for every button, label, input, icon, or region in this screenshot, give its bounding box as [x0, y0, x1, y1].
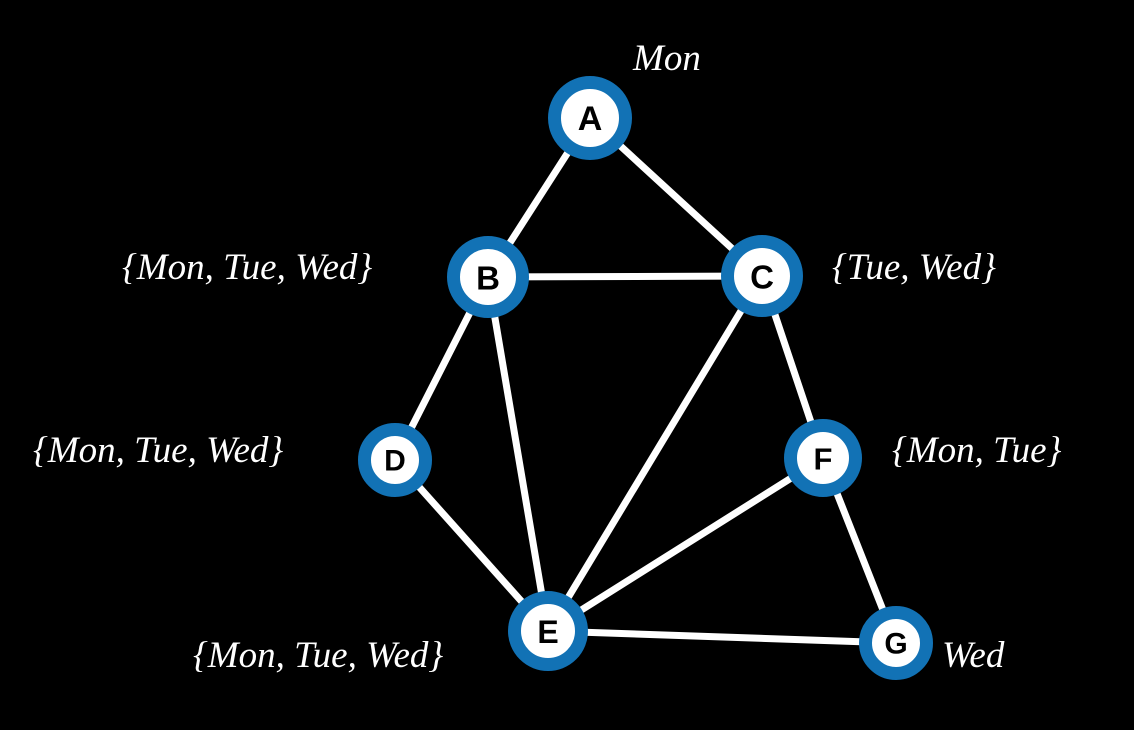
graph-node-d[interactable]: D	[358, 423, 432, 497]
graph-node-a[interactable]: A	[548, 76, 632, 160]
domain-label-g: Wed	[942, 635, 1005, 676]
node-letter-b: B	[476, 260, 500, 297]
graph-node-e[interactable]: E	[508, 591, 588, 671]
domain-label-f: {Mon, Tue}	[892, 430, 1062, 471]
node-circle-b	[447, 236, 529, 318]
graph-edge-e-g	[544, 627, 900, 647]
node-letter-g: G	[884, 628, 907, 661]
node-circle-a	[548, 76, 632, 160]
node-circle-e	[508, 591, 588, 671]
graph-edge-e-f	[544, 454, 827, 635]
edges-group	[391, 114, 900, 647]
node-letter-a: A	[578, 100, 603, 138]
node-letter-d: D	[384, 445, 406, 478]
node-circle-g	[859, 606, 933, 680]
graph-node-b[interactable]: B	[447, 236, 529, 318]
graph-node-c[interactable]: C	[721, 235, 803, 317]
domain-label-d: {Mon, Tue, Wed}	[33, 430, 284, 471]
graph-node-f[interactable]: F	[784, 419, 862, 497]
node-letter-e: E	[537, 614, 558, 650]
nodes-group: A B C D E F G	[358, 76, 933, 680]
node-letter-f: F	[814, 442, 833, 477]
node-letter-c: C	[750, 259, 774, 296]
graph-node-g[interactable]: G	[859, 606, 933, 680]
domain-label-e: {Mon, Tue, Wed}	[193, 635, 444, 676]
graph-edge-b-c	[484, 272, 766, 281]
graph-edge-c-e	[544, 272, 766, 635]
node-circle-d	[358, 423, 432, 497]
domain-label-a: Mon	[633, 38, 701, 79]
node-circle-c	[721, 235, 803, 317]
domain-label-c: {Tue, Wed}	[832, 247, 996, 288]
domain-label-b: {Mon, Tue, Wed}	[122, 247, 373, 288]
node-circle-f	[784, 419, 862, 497]
graph-edge-b-e	[484, 273, 552, 635]
